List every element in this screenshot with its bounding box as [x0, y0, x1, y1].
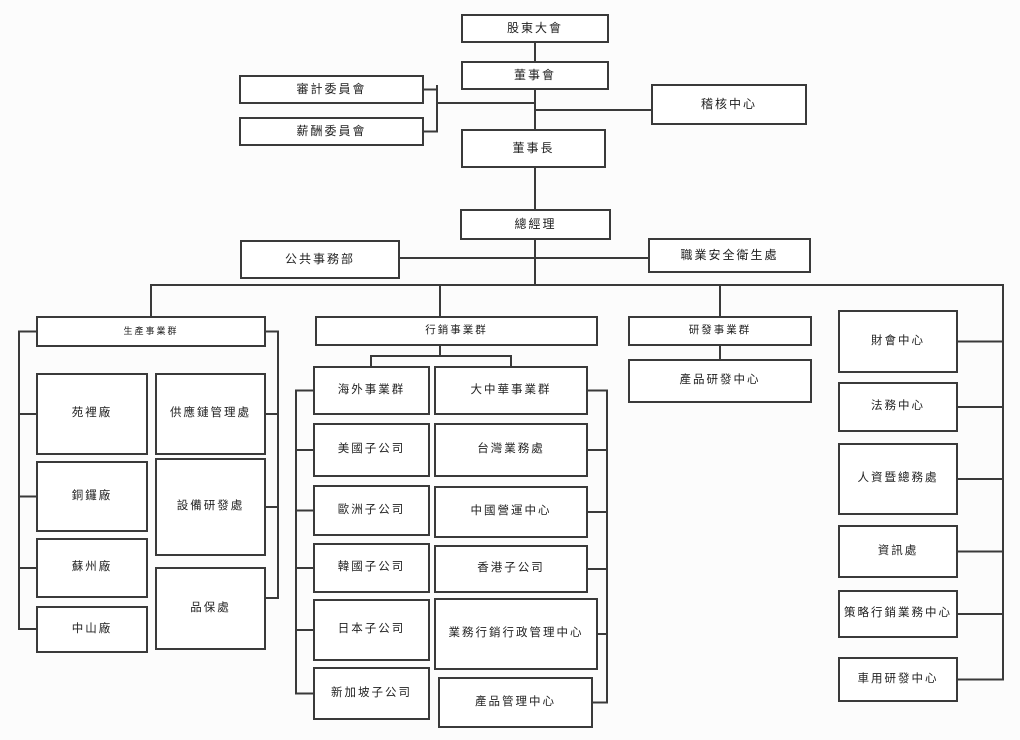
- node-shareholders-meeting: 股東大會: [461, 14, 609, 43]
- node-us-subsidiary: 美國子公司: [313, 423, 430, 477]
- node-finance-accounting-center: 財會中心: [838, 310, 958, 373]
- node-japan-subsidiary: 日本子公司: [313, 599, 430, 661]
- node-legal-center: 法務中心: [838, 382, 958, 432]
- node-sales-marketing-admin-center: 業務行銷行政管理中心: [434, 598, 598, 670]
- node-automotive-rd-center: 車用研發中心: [838, 657, 958, 702]
- node-rd-group: 研發事業群: [628, 316, 812, 346]
- node-audit-committee: 審計委員會: [239, 75, 424, 104]
- node-supply-chain-office: 供應鏈管理處: [155, 373, 266, 455]
- node-greater-china-group: 大中華事業群: [434, 366, 588, 415]
- node-product-rd-center: 產品研發中心: [628, 359, 812, 403]
- node-strategic-marketing-center: 策略行銷業務中心: [838, 590, 958, 638]
- node-board-of-directors: 董事會: [461, 61, 609, 90]
- node-public-affairs-dept: 公共事務部: [240, 240, 400, 279]
- node-production-group: 生產事業群: [36, 316, 266, 347]
- node-marketing-group: 行銷事業群: [315, 316, 598, 346]
- node-chairman: 董事長: [461, 129, 606, 168]
- connector-marketing-left-rail: [295, 389, 314, 695]
- node-audit-center: 稽核中心: [651, 84, 807, 125]
- node-quality-assurance-office: 品保處: [155, 567, 266, 650]
- node-yuanli-plant: 苑裡廠: [36, 373, 148, 455]
- node-china-operations-center: 中國營運中心: [434, 486, 588, 538]
- node-product-management-center: 產品管理中心: [438, 677, 593, 728]
- connector-main-rail: [150, 284, 1004, 681]
- node-information-office: 資訊處: [838, 525, 958, 578]
- connector-admin-stubs: [957, 340, 1004, 681]
- node-korea-subsidiary: 韓國子公司: [313, 543, 430, 593]
- connector-marketing-split: [370, 345, 512, 367]
- node-zhongshan-plant: 中山廠: [36, 606, 148, 653]
- node-singapore-subsidiary: 新加坡子公司: [313, 667, 430, 720]
- connector-production-rails: [18, 330, 279, 630]
- node-taiwan-sales-office: 台灣業務處: [434, 423, 588, 477]
- node-suzhou-plant: 蘇州廠: [36, 538, 148, 598]
- node-hongkong-subsidiary: 香港子公司: [434, 545, 588, 593]
- node-compensation-committee: 薪酬委員會: [239, 117, 424, 146]
- connector-committee-bracket: [423, 85, 536, 133]
- connector-marketing-right-rail: [587, 389, 608, 704]
- node-tongluo-plant: 銅鑼廠: [36, 461, 148, 532]
- node-overseas-group: 海外事業群: [313, 366, 430, 415]
- node-occupational-safety-office: 職業安全衛生處: [648, 238, 811, 273]
- node-europe-subsidiary: 歐洲子公司: [313, 485, 430, 536]
- node-hr-general-affairs-office: 人資暨總務處: [838, 443, 958, 515]
- node-president: 總經理: [460, 209, 611, 240]
- node-equipment-rd-office: 設備研發處: [155, 458, 266, 556]
